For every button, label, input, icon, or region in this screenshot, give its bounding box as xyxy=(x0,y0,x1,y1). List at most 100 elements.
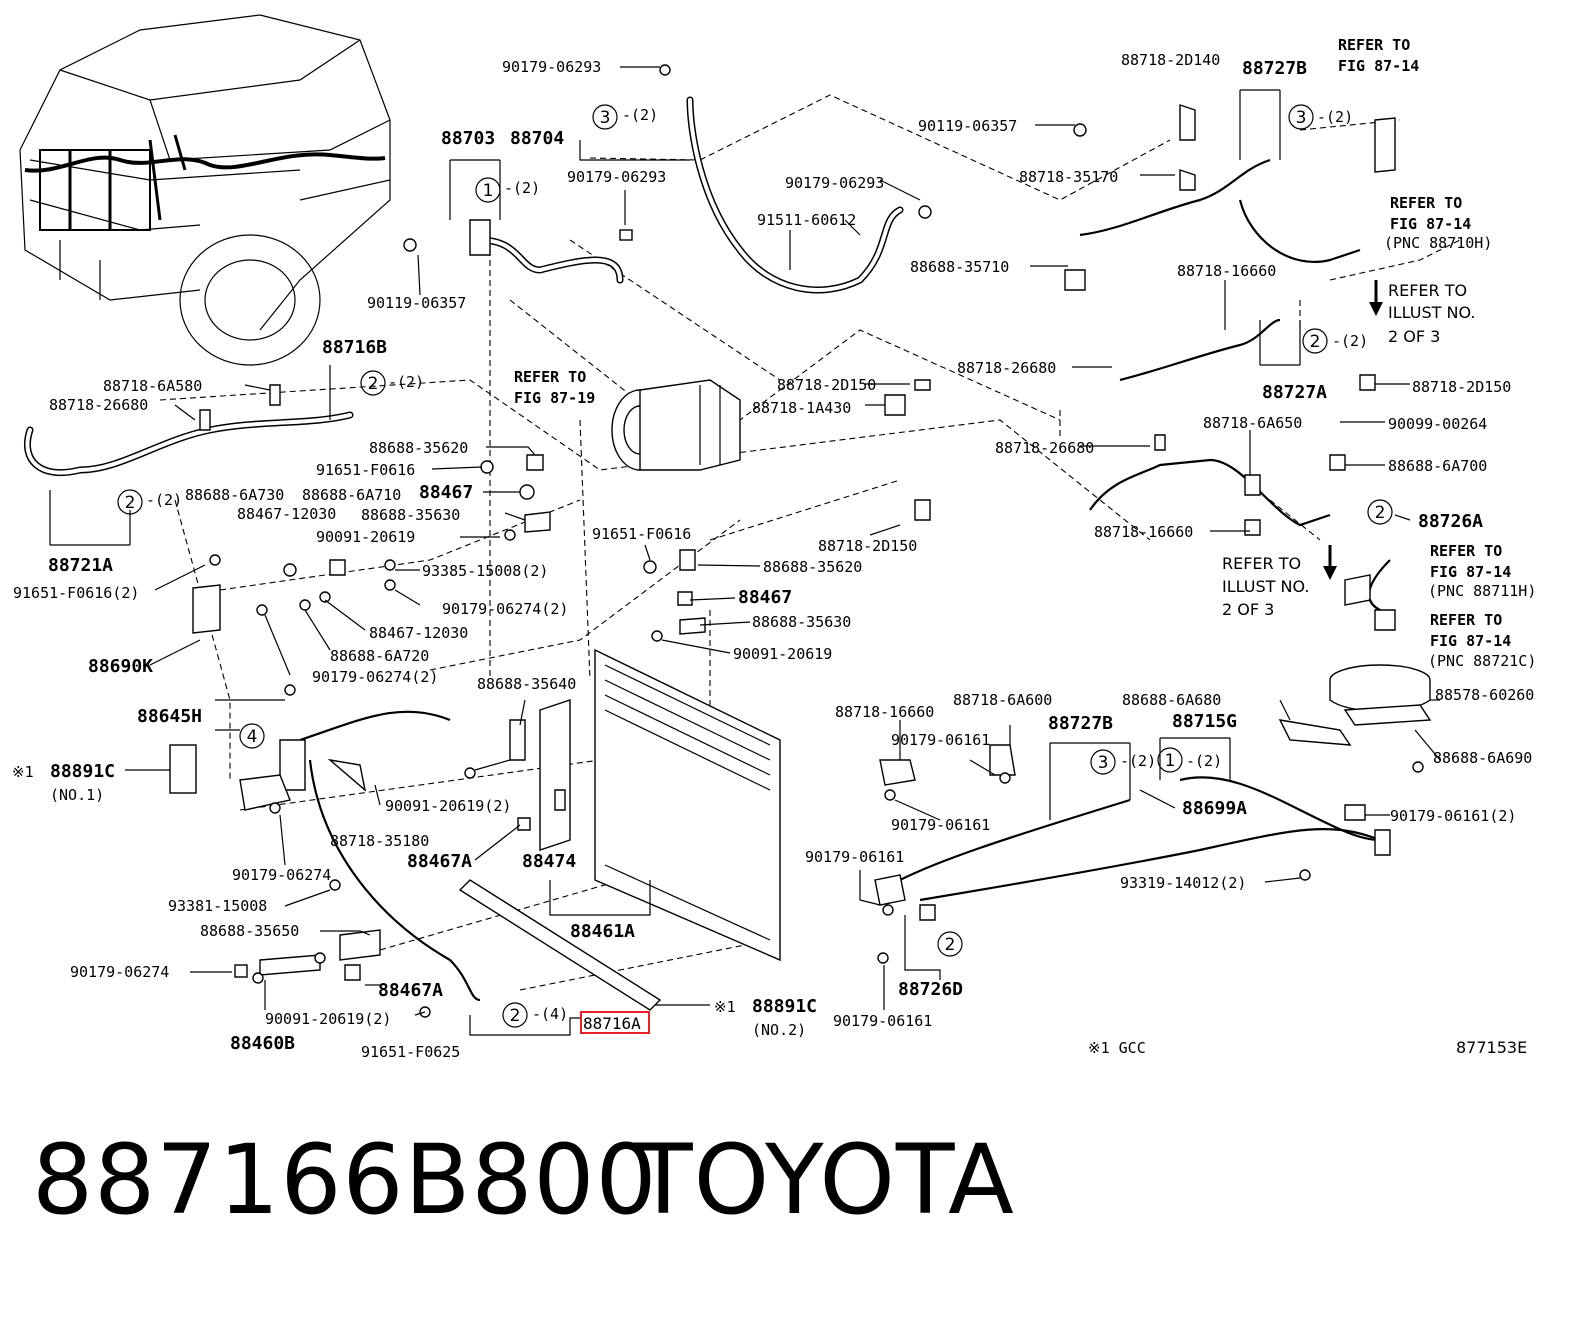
part-label: 88699A xyxy=(1182,798,1247,819)
arrows xyxy=(1323,280,1383,580)
part-label: 88688-6A680 xyxy=(1122,691,1221,709)
brand-caption: TOYOTA xyxy=(634,1124,1015,1236)
qty-label: -(2) xyxy=(146,491,182,509)
part-label: 88718-1A430 xyxy=(752,399,851,417)
part-label: 88467 xyxy=(419,482,473,503)
part-label: 90179-06274(2) xyxy=(312,668,438,686)
refer-note: (PNC 88711H) xyxy=(1428,582,1536,600)
part-label: 90179-06293 xyxy=(502,58,601,76)
quantity-annotations: -(2) -(2) -(2) -(2) -(2) -(2) -(2) -(2) … xyxy=(146,106,1368,1023)
part-label: 88718-2D150 xyxy=(818,537,917,555)
part-label: 88704 xyxy=(510,128,564,149)
circle-marker-3: 3 xyxy=(600,108,611,128)
circle-marker-2: 2 xyxy=(368,374,379,394)
refer-note: ILLUST NO. xyxy=(1222,577,1309,596)
small-parts xyxy=(169,64,1432,1018)
part-label: 88718-6A650 xyxy=(1203,414,1302,432)
qty-label: -(2) xyxy=(622,106,658,124)
reference-notes: REFER TO FIG 87-14 REFER TO FIG 87-14 (P… xyxy=(12,36,1536,1057)
highlight-box xyxy=(580,1011,650,1034)
qty-label: -(4) xyxy=(532,1005,568,1023)
part-label: 91651-F0616(2) xyxy=(13,584,139,602)
part-label: 93319-14012(2) xyxy=(1120,874,1246,892)
refer-note: REFER TO xyxy=(1430,542,1502,560)
part-label: 90179-06161(2) xyxy=(1390,807,1516,825)
part-label: 88688-6A690 xyxy=(1433,749,1532,767)
part-label: 91511-60612 xyxy=(757,211,856,229)
circle-marker-1: 1 xyxy=(483,181,494,201)
qty-label: -(2) xyxy=(1120,752,1156,770)
part-label: 88718-35170 xyxy=(1019,168,1118,186)
refer-note: REFER TO xyxy=(1430,611,1502,629)
refer-note: REFER TO xyxy=(1388,281,1467,300)
refer-note: FIG 87-14 xyxy=(1430,632,1511,650)
refer-note: (PNC 88710H) xyxy=(1384,234,1492,252)
part-label: 90119-06357 xyxy=(367,294,466,312)
part-label: 90179-06293 xyxy=(567,168,666,186)
circle-marker-1: 1 xyxy=(1165,751,1176,771)
condenser xyxy=(458,648,781,1011)
refer-note: 2 OF 3 xyxy=(1222,600,1274,619)
qty-label: -(2) xyxy=(1186,752,1222,770)
circle-marker-2: 2 xyxy=(510,1006,521,1026)
part-label: 90179-06161 xyxy=(833,1012,932,1030)
part-label: 88460B xyxy=(230,1033,295,1054)
part-label: 93385-15008(2) xyxy=(422,562,548,580)
part-label: 93381-15008 xyxy=(168,897,267,915)
part-label: 88718-16660 xyxy=(1177,262,1276,280)
part-label: 90179-06161 xyxy=(805,848,904,866)
part-label: 88718-6A600 xyxy=(953,691,1052,709)
qty-label: -(2) xyxy=(1317,108,1353,126)
part-label: 88718-2D150 xyxy=(1412,378,1511,396)
refer-note: REFER TO xyxy=(514,368,586,386)
part-label: 88727B xyxy=(1048,713,1113,734)
part-label: 88688-35630 xyxy=(752,613,851,631)
part-number-caption: 887166B800 xyxy=(32,1124,658,1236)
part-label: 88718-16660 xyxy=(1094,523,1193,541)
part-label: 88703 xyxy=(441,128,495,149)
part-label: 88726D xyxy=(898,979,963,1000)
part-label: 88891C xyxy=(752,996,817,1017)
refer-note: FIG 87-14 xyxy=(1430,563,1511,581)
part-label: 88718-26680 xyxy=(49,396,148,414)
gcc-note: ※1 GCC xyxy=(1088,1039,1146,1057)
circle-marker-2: 2 xyxy=(125,493,136,513)
circle-marker-2: 2 xyxy=(1375,503,1386,523)
circle-marker-2: 2 xyxy=(1310,332,1321,352)
part-label: 88718-26680 xyxy=(995,439,1094,457)
part-label: 88726A xyxy=(1418,511,1483,532)
part-label: 88467-12030 xyxy=(237,505,336,523)
circle-marker-3: 3 xyxy=(1098,753,1109,773)
part-label: 88461A xyxy=(570,921,635,942)
refer-note: FIG 87-19 xyxy=(514,389,595,407)
circle-marker-4: 4 xyxy=(247,727,258,747)
vehicle-illustration xyxy=(19,14,391,366)
part-label: 88721A xyxy=(48,555,113,576)
part-label: (NO.2) xyxy=(752,1021,806,1039)
refer-note: FIG 87-14 xyxy=(1338,57,1419,75)
part-label: 88467A xyxy=(407,851,472,872)
part-label: 90179-06274 xyxy=(70,963,169,981)
gcc-mark: ※1 xyxy=(12,763,34,781)
part-label: 88645H xyxy=(137,706,202,727)
part-label: 88688-35710 xyxy=(910,258,1009,276)
part-label: 88690K xyxy=(88,656,153,677)
part-label: 88578-60260 xyxy=(1435,686,1534,704)
part-label: 88718-2D150 xyxy=(777,376,876,394)
part-label: 88715G xyxy=(1172,711,1237,732)
part-label: 88716B xyxy=(322,337,387,358)
part-label: 90091-20619(2) xyxy=(385,797,511,815)
circle-marker-2: 2 xyxy=(945,935,956,955)
part-label: 88718-26680 xyxy=(957,359,1056,377)
part-label: 90091-20619 xyxy=(733,645,832,663)
circle-markers: 3 1 3 2 2 2 2 4 3 1 2 2 xyxy=(117,104,1393,1028)
part-label: (NO.1) xyxy=(50,786,104,804)
part-label: 88891C xyxy=(50,761,115,782)
refer-note: REFER TO xyxy=(1222,554,1301,573)
part-label: 88718-35180 xyxy=(330,832,429,850)
part-label: 90119-06357 xyxy=(918,117,1017,135)
qty-label: -(2) xyxy=(388,373,424,391)
part-label: 90179-06161 xyxy=(891,731,990,749)
part-label: 88727B xyxy=(1242,58,1307,79)
